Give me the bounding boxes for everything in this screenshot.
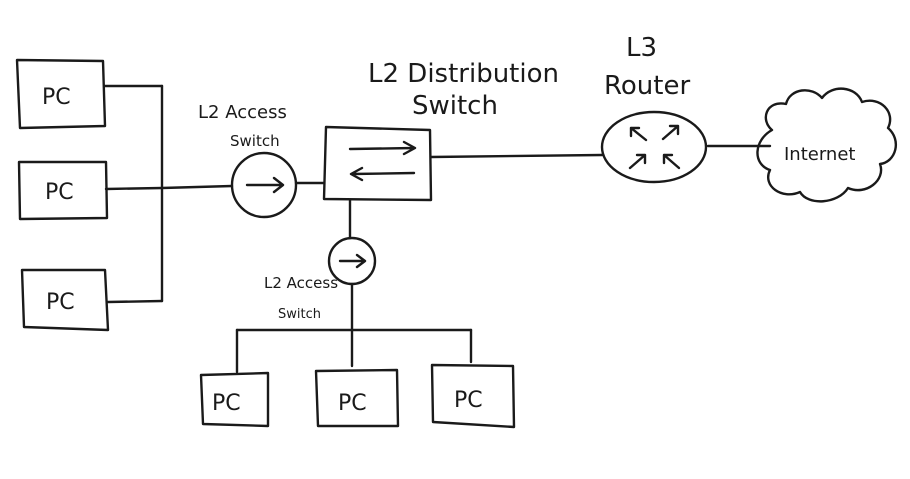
pc-left-1: PC [15, 58, 107, 130]
connection-lines [103, 84, 772, 374]
pc-left-2: PC [17, 160, 109, 221]
router-label-sub: Router [604, 71, 690, 101]
distribution-switch-label-sub: Switch [412, 91, 498, 121]
cloud-icon [756, 87, 898, 203]
distribution-switch: L2 Distribution Switch [322, 59, 559, 202]
access-switch-label-sub: Switch [230, 132, 280, 150]
pc-label: PC [212, 391, 241, 416]
pc-bottom-3: PC [430, 363, 516, 429]
pc-label: PC [338, 391, 367, 416]
internet-label: Internet [784, 144, 855, 165]
arrow-circle-icon [327, 236, 377, 286]
pc-label: PC [42, 85, 71, 110]
access-switch-label: L2 Access [264, 274, 338, 292]
bidirectional-arrows-box-icon [322, 125, 433, 202]
access-switch-left: L2 Access Switch [198, 102, 298, 219]
pc-bottom-1: PC [199, 371, 270, 428]
router-label: L3 [626, 33, 657, 63]
pc-label: PC [45, 180, 74, 205]
pc-label: PC [454, 388, 483, 413]
internet: Internet [756, 87, 898, 203]
pc-bottom-2: PC [314, 368, 400, 428]
four-arrows-circle-icon [600, 110, 708, 184]
access-switch-bottom: L2 Access Switch [264, 236, 377, 322]
arrow-circle-icon [230, 151, 298, 219]
access-switch-label-sub: Switch [278, 307, 321, 322]
distribution-switch-label: L2 Distribution [368, 59, 559, 89]
access-switch-label: L2 Access [198, 102, 287, 123]
pc-label: PC [46, 290, 75, 315]
pc-left-3: PC [20, 268, 110, 332]
router: L3 Router [600, 33, 708, 184]
